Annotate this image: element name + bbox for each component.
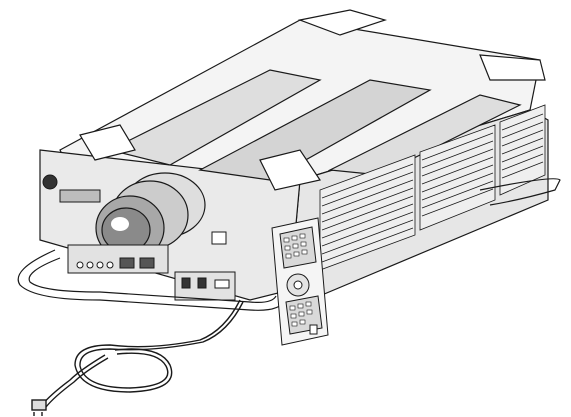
power-cord (31, 299, 244, 416)
lens (95, 172, 206, 261)
connector-panel (67, 244, 236, 301)
power-plug-icon (31, 399, 47, 411)
indicator-light-icon (42, 174, 58, 190)
remote-control (271, 217, 329, 346)
carry-frame (17, 178, 561, 311)
vent-grille (319, 104, 546, 271)
front-panel (42, 174, 227, 245)
